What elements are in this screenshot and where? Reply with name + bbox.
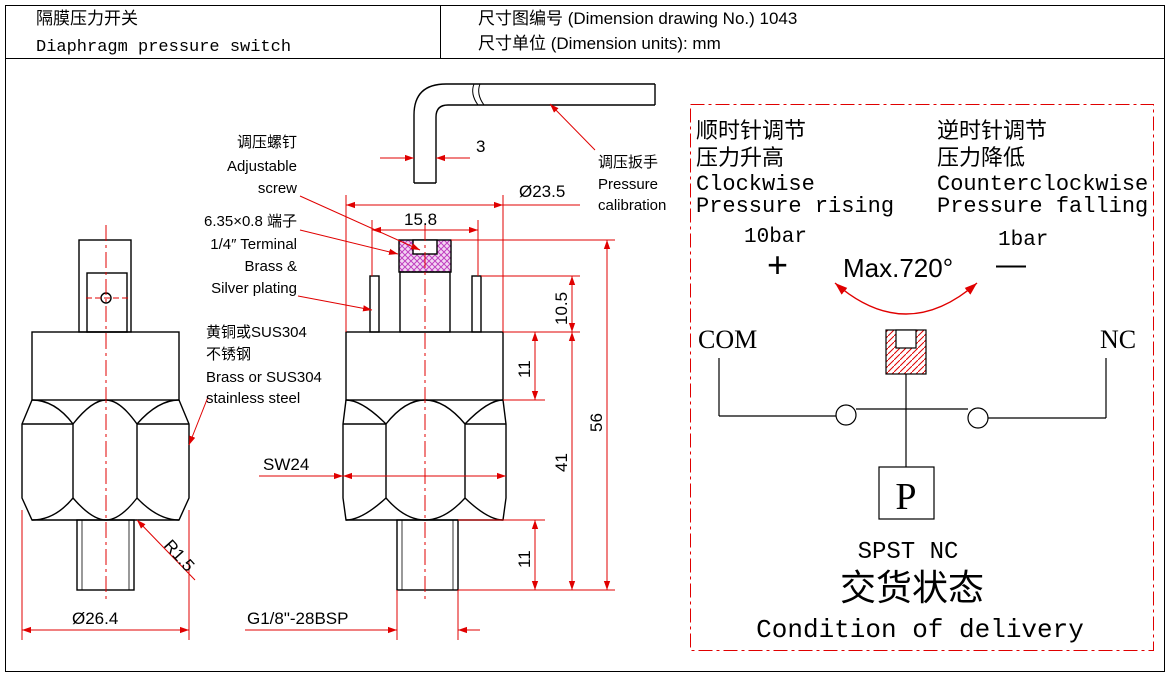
pressure-symbol: P xyxy=(895,476,916,518)
delivery-label-en: Condition of delivery xyxy=(756,615,1084,645)
max-turn-label: Max.720° xyxy=(843,253,953,283)
dim-wrench-width: 3 xyxy=(476,137,485,156)
switch-circuit xyxy=(718,358,1107,520)
dim-thread-height: 11 xyxy=(515,550,534,568)
dim-top-dia: Ø23.5 xyxy=(519,182,565,201)
dim-screw-height: 10.5 xyxy=(552,292,571,325)
dimension-units: 尺寸单位 (Dimension units): mm xyxy=(478,34,721,53)
cw-label-en1: Clockwise xyxy=(696,172,815,197)
body-label-cn1: 黄铜或SUS304 xyxy=(206,324,307,341)
dim-hex-size: SW24 xyxy=(263,455,309,474)
wrench-callout: 调压扳手 Pressure calibration xyxy=(598,154,666,214)
ccw-label-cn1: 逆时针调节 xyxy=(937,118,1047,143)
middle-dimensions xyxy=(245,103,615,640)
screw-label-en2: screw xyxy=(258,180,297,197)
dim-cap-height: 11 xyxy=(515,360,534,378)
plus-sign: + xyxy=(767,244,788,285)
drawing-number: 尺寸图编号 (Dimension drawing No.) 1043 xyxy=(478,9,797,28)
terminal-label-2: 1/4″ Terminal xyxy=(210,236,297,253)
cw-label-cn2: 压力升高 xyxy=(696,145,784,170)
dim-hex-height: 41 xyxy=(552,453,571,472)
nc-label: NC xyxy=(1100,325,1136,354)
title-block xyxy=(5,5,1165,672)
ccw-label-en1: Counterclockwise xyxy=(937,172,1148,197)
left-view xyxy=(21,239,190,591)
dim-overall-height: 56 xyxy=(587,413,606,432)
com-label: COM xyxy=(698,325,757,354)
terminal-label-4: Silver plating xyxy=(211,280,297,297)
dim-inner-dia: 15.8 xyxy=(404,210,437,229)
schematic-screw xyxy=(885,329,927,375)
screw-label-cn: 调压螺钉 xyxy=(237,134,297,151)
delivery-label-cn: 交货状态 xyxy=(840,567,984,608)
callouts: 调压螺钉 Adjustable screw 6.35×0.8 端子 1/4″ T… xyxy=(204,134,297,297)
terminal-label-3: Brass & xyxy=(244,258,297,275)
wrench-label-en2: calibration xyxy=(598,197,666,214)
dim-thread: G1/8"-28BSP xyxy=(247,609,348,628)
title-en: Diaphragm pressure switch xyxy=(36,38,291,57)
body-label-cn2: 不锈钢 xyxy=(206,346,251,363)
cw-label-en2: Pressure rising xyxy=(696,194,894,219)
body-label-en2: stainless steel xyxy=(206,390,300,407)
low-pressure-label: 1bar xyxy=(998,229,1048,252)
rotation-arc xyxy=(834,282,978,315)
dim-radius: R1.5 xyxy=(160,536,198,575)
minus-sign: — xyxy=(996,248,1026,281)
ccw-label-en2: Pressure falling xyxy=(937,194,1148,219)
ccw-label-cn2: 压力降低 xyxy=(937,145,1025,170)
screw-label-en1: Adjustable xyxy=(227,158,297,175)
left-dimensions xyxy=(21,396,209,640)
adjust-direction-text: 顺时针调节 压力升高 Clockwise Pressure rising 逆时针… xyxy=(696,118,1148,219)
title-cn: 隔膜压力开关 xyxy=(36,9,138,28)
wrench-label-en1: Pressure xyxy=(598,176,658,193)
terminal-label-1: 6.35×0.8 端子 xyxy=(204,213,297,230)
body-material-callout: 黄铜或SUS304 不锈钢 Brass or SUS304 stainless … xyxy=(206,324,322,407)
dim-body-dia: Ø26.4 xyxy=(72,609,118,628)
wrench-label-cn: 调压扳手 xyxy=(598,154,658,171)
schematic-frame xyxy=(690,104,1154,651)
cw-label-cn1: 顺时针调节 xyxy=(696,118,806,143)
body-label-en1: Brass or SUS304 xyxy=(206,369,322,386)
spst-label: SPST NC xyxy=(858,539,959,566)
high-pressure-label: 10bar xyxy=(744,226,807,249)
